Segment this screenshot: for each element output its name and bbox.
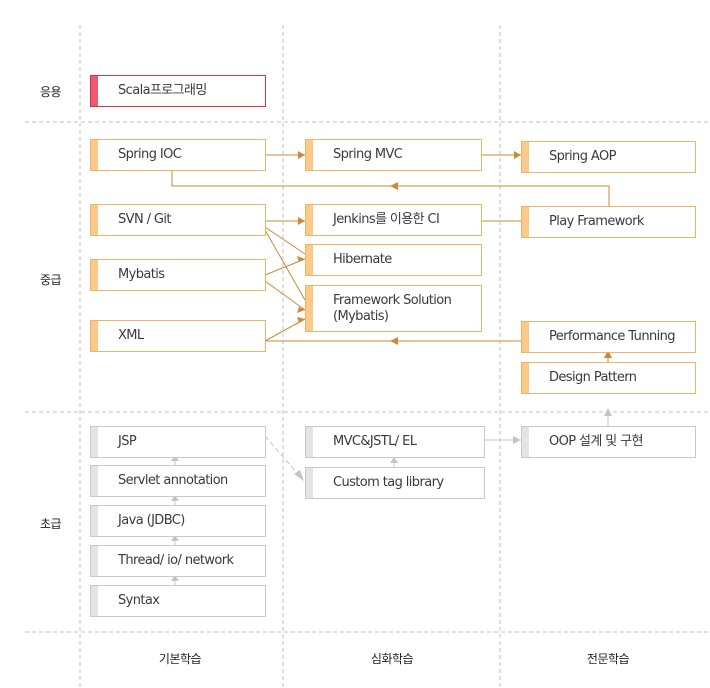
level-label-beginner: 초급: [40, 517, 62, 531]
box-spring-aop[interactable]: Spring AOP: [521, 141, 696, 173]
box-oop-label: OOP 설계 및 구현: [549, 434, 644, 449]
box-spring-mvc[interactable]: Spring MVC: [305, 139, 482, 171]
box-jsp-label: JSP: [118, 434, 137, 449]
box-syntax[interactable]: Syntax: [90, 585, 266, 617]
box-java-jdbc[interactable]: Java (JDBC): [90, 505, 266, 537]
box-mvc-jstl-el-label: MVC&JSTL/ EL: [333, 434, 417, 449]
column-label-basic: 기본학습: [158, 652, 202, 666]
column-label-advanced: 심화학습: [370, 652, 414, 666]
box-design-pattern[interactable]: Design Pattern: [521, 362, 696, 394]
box-hibernate[interactable]: Hibernate: [305, 244, 482, 276]
box-jenkins-ci[interactable]: Jenkins를 이용한 CI: [305, 204, 482, 236]
box-jsp[interactable]: JSP: [90, 426, 266, 458]
box-spring-ioc[interactable]: Spring IOC: [90, 139, 266, 171]
box-framework-solution[interactable]: Framework Solution (Mybatis): [305, 285, 482, 332]
box-framework-solution-label: Framework Solution (Mybatis): [333, 292, 452, 324]
box-custom-tag-library[interactable]: Custom tag library: [305, 467, 485, 499]
box-java-jdbc-label: Java (JDBC): [118, 513, 185, 528]
box-spring-aop-label: Spring AOP: [549, 149, 616, 164]
box-xml-label: XML: [118, 328, 144, 343]
box-hibernate-label: Hibernate: [333, 252, 392, 267]
box-design-pattern-label: Design Pattern: [549, 370, 637, 385]
box-performance-tuning[interactable]: Performance Tunning: [521, 321, 696, 353]
box-thread-io-network[interactable]: Thread/ io/ network: [90, 545, 266, 577]
box-xml[interactable]: XML: [90, 320, 266, 352]
box-scala-label: Scala프로그래밍: [118, 83, 207, 98]
box-thread-io-network-label: Thread/ io/ network: [118, 553, 234, 568]
box-svn-git-label: SVN / Git: [118, 212, 172, 227]
level-label-application: 응용: [40, 85, 62, 99]
box-jenkins-ci-label: Jenkins를 이용한 CI: [333, 212, 440, 227]
box-play-framework[interactable]: Play Framework: [521, 206, 696, 238]
box-servlet-annotation[interactable]: Servlet annotation: [90, 465, 266, 497]
box-performance-tuning-label: Performance Tunning: [549, 329, 676, 344]
box-spring-ioc-label: Spring IOC: [118, 147, 182, 162]
box-svn-git[interactable]: SVN / Git: [90, 204, 266, 236]
box-servlet-annotation-label: Servlet annotation: [118, 473, 228, 488]
box-mybatis-label: Mybatis: [118, 267, 165, 282]
box-oop[interactable]: OOP 설계 및 구현: [521, 426, 696, 458]
box-mvc-jstl-el[interactable]: MVC&JSTL/ EL: [305, 426, 485, 458]
box-syntax-label: Syntax: [118, 593, 160, 608]
box-spring-mvc-label: Spring MVC: [333, 147, 403, 162]
box-play-framework-label: Play Framework: [549, 214, 644, 229]
box-mybatis[interactable]: Mybatis: [90, 259, 266, 291]
box-custom-tag-library-label: Custom tag library: [333, 475, 444, 490]
level-label-intermediate: 중급: [40, 273, 62, 287]
box-scala[interactable]: Scala프로그래밍: [90, 75, 266, 107]
column-label-expert: 전문학습: [586, 652, 630, 666]
